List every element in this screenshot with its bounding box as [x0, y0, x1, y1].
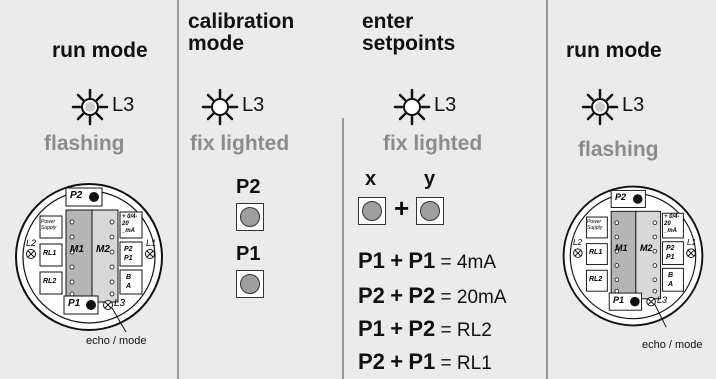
lamp-label: L3 [112, 94, 135, 116]
p1-button-label: P1 [236, 243, 261, 265]
lamp-icon [581, 88, 619, 126]
state-flashing: flashing [44, 132, 125, 155]
column-title-run-mode: run mode [566, 39, 662, 62]
formula-row: P1 + P2 = RL2 [358, 316, 492, 341]
device-outline [562, 185, 704, 328]
l2-label: L2 [26, 238, 37, 248]
m1-label: M1 [615, 243, 628, 253]
device-diagram: P2 P1 L3 L2 L1 M1 M2 Power Supply RL1 RL… [8, 182, 170, 333]
p1-label: P1 [613, 295, 625, 305]
lamp-label: L3 [242, 94, 265, 116]
formula-row: P1 + P1 = 4mA [358, 248, 496, 273]
m2-label: M2 [640, 243, 653, 253]
echo-mode-label: echo / mode [642, 339, 703, 351]
column-title-run-mode: run mode [52, 39, 148, 62]
state-fix-lighted: fix lighted [190, 132, 290, 155]
l3-label: L3 [114, 298, 126, 309]
column-title-enter-setpoints: enter setpoints [362, 10, 456, 55]
state-flashing: flashing [578, 138, 659, 161]
state-fix-lighted: fix lighted [383, 132, 483, 155]
rl1-label: RL1 [589, 249, 603, 256]
rl1-label: RL1 [43, 250, 57, 257]
formula-row: P2 + P1 = RL1 [358, 349, 492, 374]
device-outline [15, 183, 163, 333]
lamp-label: L3 [622, 94, 645, 116]
m2-label: M2 [96, 244, 110, 255]
p1-label: P1 [68, 298, 81, 309]
y-label: y [424, 168, 436, 190]
m1-label: M1 [70, 244, 84, 255]
rl2-label: RL2 [43, 278, 57, 285]
p2-label: P2 [615, 192, 627, 202]
x-label: x [365, 168, 377, 190]
lamp-label: L3 [434, 94, 457, 116]
x-button [358, 197, 386, 225]
l1-label: L1 [146, 238, 157, 248]
lamp-icon [201, 88, 239, 126]
formula-row: P2 + P2 = 20mA [358, 283, 507, 308]
power-supply-label: Power Supply [41, 219, 57, 231]
p2-label: P2 [70, 190, 83, 201]
divider-line [177, 0, 179, 379]
ba-label: B A [668, 272, 674, 288]
plus-sign: + [394, 193, 410, 223]
l3-label: L3 [657, 295, 668, 305]
ma-label: + 0/4-20 _mA [122, 214, 138, 234]
device-diagram: P2 P1 L3 L2 L1 M1 M2 Power Supply RL1 RL… [556, 184, 710, 328]
column-title-calibration-mode: calibration mode [188, 10, 295, 55]
y-button [416, 197, 444, 225]
l1-label: L1 [687, 238, 696, 247]
power-supply-label: Power Supply [587, 219, 603, 231]
lamp-icon [393, 88, 431, 126]
echo-mode-label: echo / mode [86, 335, 147, 347]
ma-label: + 0/4-20 _mA [664, 214, 680, 234]
ba-label: B A [126, 274, 132, 290]
divider-line [342, 118, 344, 379]
l2-label: L2 [573, 238, 582, 247]
p2-button-label: P2 [236, 176, 261, 198]
rl2-label: RL2 [589, 276, 603, 283]
p2p1-label: P2 P1 [124, 246, 133, 262]
divider-line [546, 0, 548, 379]
p1-button [236, 270, 264, 298]
p2p1-label: P2 P1 [666, 245, 675, 261]
lamp-icon [71, 88, 109, 126]
p2-button [236, 203, 264, 231]
